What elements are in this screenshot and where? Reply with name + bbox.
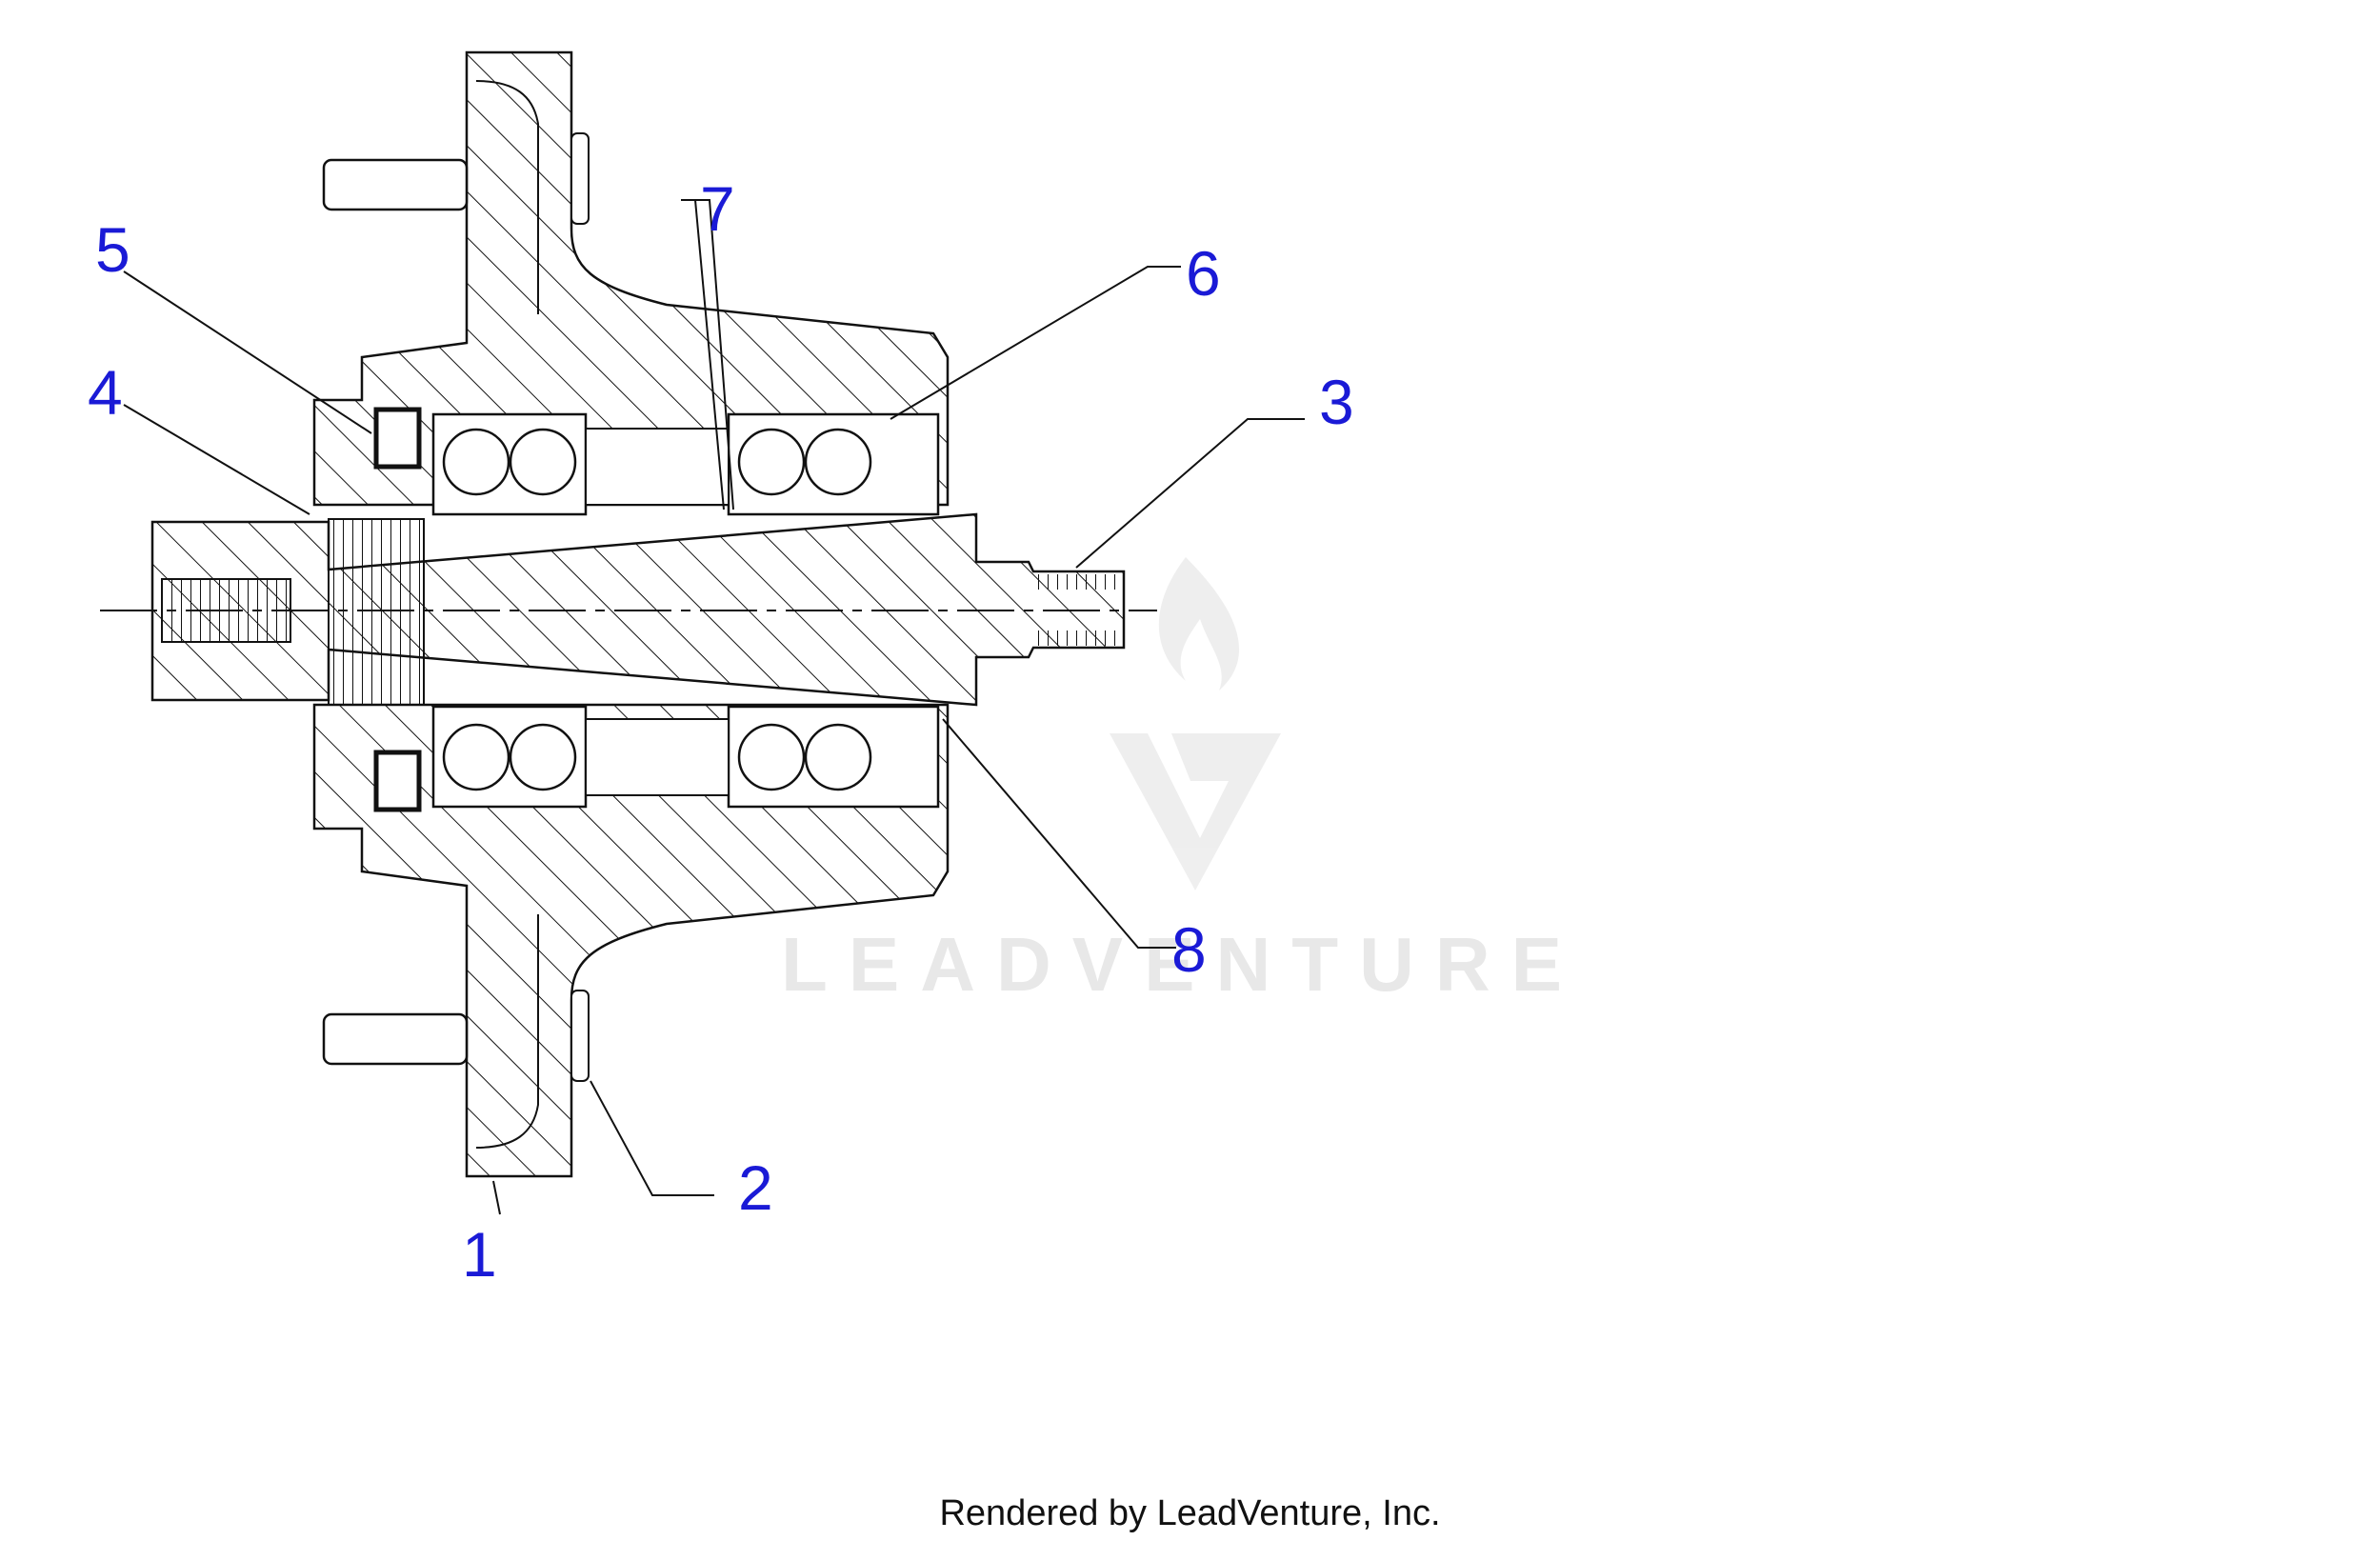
bearing-outer-lower — [727, 705, 940, 809]
footer-credit: Rendered by LeadVenture, Inc. — [939, 1493, 1441, 1533]
wheel-stud-lower — [322, 990, 590, 1082]
callout-1[interactable]: 1 — [462, 1219, 497, 1290]
watermark-logo — [1110, 557, 1281, 891]
watermark-text: LEADVENTURE — [781, 922, 1583, 1007]
wheel-stud-upper — [322, 132, 590, 225]
bearing-spacer-lower — [585, 718, 730, 796]
callout-2[interactable]: 2 — [738, 1152, 773, 1223]
hub-body — [312, 50, 950, 1178]
callout-6[interactable]: 6 — [1186, 238, 1221, 309]
leader-lines — [123, 199, 1305, 1215]
seal-lower — [373, 750, 422, 812]
seal-upper — [373, 407, 422, 470]
callout-3[interactable]: 3 — [1319, 367, 1354, 437]
bearing-outer-upper — [727, 412, 940, 516]
bearing-inner-upper — [431, 412, 588, 516]
bearing-inner-lower — [431, 705, 588, 809]
callout-5[interactable]: 5 — [95, 214, 130, 285]
callout-4[interactable]: 4 — [88, 357, 123, 428]
callout-8[interactable]: 8 — [1171, 914, 1207, 985]
callout-7[interactable]: 7 — [700, 173, 735, 244]
bearing-spacer-upper — [585, 428, 730, 506]
